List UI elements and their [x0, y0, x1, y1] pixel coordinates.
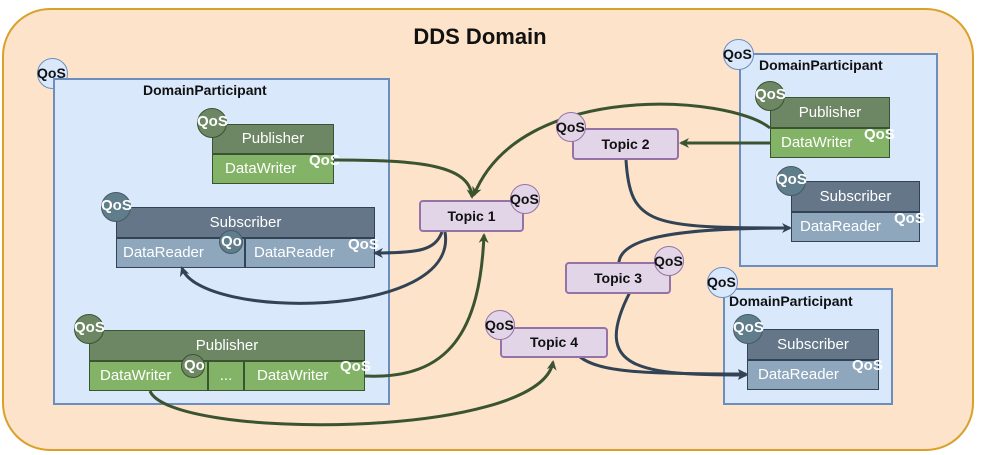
qos-label: QoS	[707, 274, 736, 290]
datareader: DataReader	[747, 360, 879, 390]
qos-label: QoS	[776, 171, 807, 188]
subscriber-header: Subscriber	[747, 329, 879, 360]
qos-label: QoS	[723, 46, 752, 62]
publisher-qos-badge: QoS	[755, 81, 786, 111]
datawriter-qos-label: QoS	[864, 126, 895, 143]
edge-topic1-reader	[373, 231, 444, 258]
datawriter: DataWriter	[770, 128, 890, 158]
publisher-header: Publisher	[89, 330, 365, 361]
datareader-qos-label: QoS	[894, 210, 925, 227]
subscriber-qos-badge: QoS	[733, 314, 764, 344]
qos-label: QoS	[37, 65, 66, 81]
participant-label: DomainParticipant	[729, 293, 853, 309]
topic-4: Topic 4	[500, 327, 608, 358]
qos-label: QoS	[510, 191, 539, 207]
qos-label: QoS	[197, 113, 228, 130]
datareader-qos-label: QoS	[852, 357, 883, 374]
topic-3: Topic 3	[565, 262, 671, 294]
edge-topic2-reader	[624, 159, 792, 233]
qos-label: QoS	[755, 86, 786, 103]
publisher-qos-badge: QoS	[74, 314, 105, 344]
publisher-header: Publisher	[770, 97, 890, 128]
publisher-header: Publisher	[212, 124, 334, 154]
topic-qos-badge: QoS	[556, 112, 586, 142]
edge-writer-topic4	[148, 360, 557, 427]
datawriter-ellipsis: ...	[208, 361, 244, 391]
qos-label: QoS	[556, 119, 585, 135]
qos-label: Qo	[221, 233, 242, 250]
participant-qos-badge: QoS	[707, 267, 738, 298]
datareader-qos-label: QoS	[348, 236, 379, 253]
datawriter: DataWriter	[244, 361, 365, 391]
qos-label: QoS	[733, 319, 764, 336]
datareader: DataReader	[791, 212, 920, 242]
qos-label: QoS	[485, 317, 514, 333]
edge-writer-topic1	[364, 233, 489, 378]
publisher-qos-badge: QoS	[197, 108, 228, 138]
qos-label: QoS	[654, 253, 683, 269]
participant-label: DomainParticipant	[143, 82, 267, 98]
datawriter-qos-label: QoS	[340, 358, 371, 375]
qos-label: QoS	[101, 197, 132, 214]
participant-label: DomainParticipant	[759, 57, 883, 73]
topic-2: Topic 2	[572, 128, 679, 160]
datawriter-qos-label: QoS	[309, 152, 340, 169]
datawriter: DataWriter	[212, 154, 334, 184]
edge-topic4-reader	[579, 355, 748, 379]
datareader: DataReader	[116, 238, 245, 268]
subscriber-header: Subscriber	[116, 207, 375, 238]
edge-writer-topic1	[472, 102, 771, 197]
topic-qos-badge: QoS	[654, 246, 684, 276]
subscriber-header: Subscriber	[791, 181, 920, 212]
edge-topic1-reader	[179, 231, 447, 305]
topic-qos-badge: QoS	[485, 310, 515, 340]
qos-label: Qo	[184, 357, 205, 374]
edge-topic3-reader	[614, 291, 748, 380]
subscriber-qos-badge: QoS	[101, 192, 132, 222]
topic-1: Topic 1	[419, 200, 524, 232]
participant-qos-badge: QoS	[723, 39, 754, 70]
datawriter-qos-badge: Qo	[181, 354, 205, 378]
domain-title: DDS Domain	[413, 24, 547, 49]
subscriber-qos-badge: QoS	[776, 166, 807, 196]
edge-writer-topic1	[333, 158, 477, 199]
datareader: DataReader	[245, 238, 375, 268]
topic-qos-badge: QoS	[510, 184, 540, 214]
qos-label: QoS	[74, 319, 105, 336]
datareader-qos-badge: Qo	[219, 230, 243, 254]
